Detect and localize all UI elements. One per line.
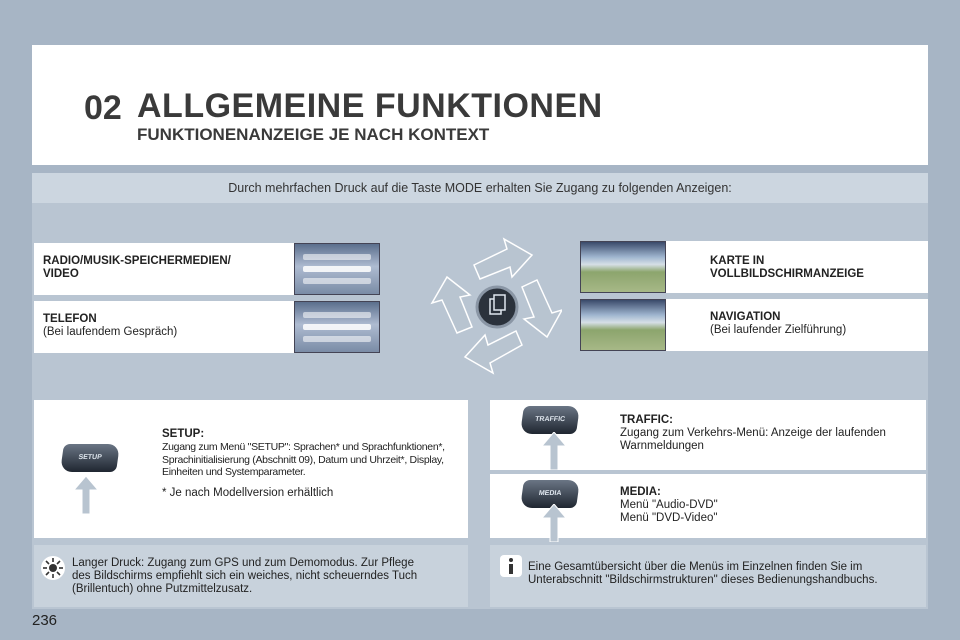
tip-box: Langer Druck: Zugang zum GPS und zum Dem… <box>34 545 468 607</box>
page-title: ALLGEMEINE FUNKTIONEN <box>137 87 603 125</box>
setup-desc: Zugang zum Menü "SETUP": Sprachen* und S… <box>162 441 445 478</box>
header-panel: 02 ALLGEMEINE FUNKTIONEN FUNKTIONENANZEI… <box>32 45 928 165</box>
tip-text: Langer Druck: Zugang zum GPS und zum Dem… <box>72 557 418 595</box>
map-screen-thumbnail <box>580 241 666 293</box>
traffic-box: TRAFFIC TRAFFIC: Zugang zum Verkehrs-Men… <box>490 400 926 470</box>
mode-navigation: NAVIGATION (Bei laufender Zielführung) <box>666 299 928 351</box>
page-number: 236 <box>32 612 58 629</box>
mode-telefon-title: TELEFON <box>43 313 97 325</box>
cycle-arrow-icon <box>463 329 523 375</box>
cycle-arrow-icon <box>430 275 473 334</box>
mode-cycle-diagram <box>430 237 562 375</box>
info-text: Eine Gesamtübersicht über die Menüs im E… <box>528 561 878 586</box>
mode-radio-title2: VIDEO <box>43 268 79 280</box>
media-line2: Menü "DVD-Video" <box>620 512 718 524</box>
up-arrow-icon <box>74 476 98 514</box>
mode-karte-title: KARTE IN <box>710 255 765 267</box>
setup-button-icon: SETUP <box>60 444 120 472</box>
navigation-screen-thumbnail <box>580 299 666 351</box>
setup-title: SETUP: <box>162 428 205 440</box>
up-arrow-icon <box>542 504 566 542</box>
media-box: MEDIA MEDIA: Menü "Audio-DVD" Menü "DVD-… <box>490 474 926 542</box>
media-title: MEDIA: <box>620 486 661 498</box>
mode-radio-title: RADIO/MUSIK-SPEICHERMEDIEN/ <box>43 255 231 267</box>
info-icon <box>500 555 522 577</box>
sun-icon <box>41 556 65 580</box>
setup-note: * Je nach Modellversion erhältlich <box>162 486 334 499</box>
radio-screen-thumbnail <box>294 243 380 295</box>
traffic-button-icon: TRAFFIC <box>520 406 580 434</box>
traffic-title: TRAFFIC: <box>620 414 674 426</box>
mode-telefon-desc: (Bei laufendem Gespräch) <box>43 326 178 338</box>
page-subtitle: FUNKTIONENANZEIGE JE NACH KONTEXT <box>137 125 490 144</box>
cycle-arrow-icon <box>473 237 534 280</box>
mode-karte-title2: VOLLBILDSCHIRMANZEIGE <box>710 268 864 280</box>
intro-text: Durch mehrfachen Druck auf die Taste MOD… <box>32 173 928 203</box>
mode-karte: KARTE IN VOLLBILDSCHIRMANZEIGE <box>666 241 928 293</box>
mode-navigation-title: NAVIGATION <box>710 311 781 323</box>
up-arrow-icon <box>542 432 566 470</box>
main-panel: Durch mehrfachen Druck auf die Taste MOD… <box>32 173 928 609</box>
mode-navigation-desc: (Bei laufender Zielführung) <box>710 324 847 336</box>
media-line1: Menü "Audio-DVD" <box>620 499 718 511</box>
chapter-number: 02 <box>84 89 122 127</box>
cycle-arrow-icon <box>521 279 562 339</box>
info-box: Eine Gesamtübersicht über die Menüs im E… <box>490 545 926 607</box>
telefon-screen-thumbnail <box>294 301 380 353</box>
setup-box: SETUP SETUP: Zugang zum Menü "SETUP": Sp… <box>34 400 468 538</box>
traffic-desc: Zugang zum Verkehrs-Menü: Anzeige der la… <box>620 427 886 452</box>
mode-telefon: TELEFON (Bei laufendem Gespräch) <box>34 301 296 353</box>
mode-radio: RADIO/MUSIK-SPEICHERMEDIEN/ VIDEO <box>34 243 296 295</box>
